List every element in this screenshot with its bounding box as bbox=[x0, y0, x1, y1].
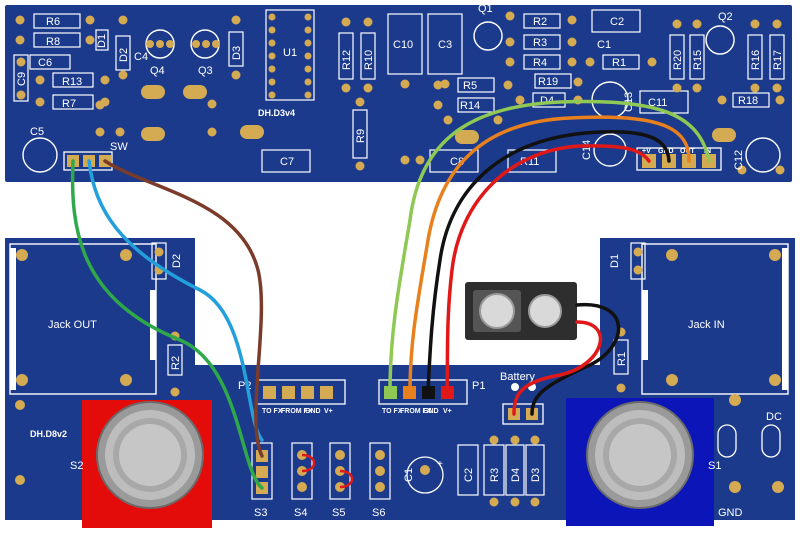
label-C4: C4 bbox=[134, 51, 148, 63]
label-R8: R8 bbox=[46, 36, 60, 48]
label-r2-bottom: R2 bbox=[170, 356, 182, 370]
label-jack-in: Jack IN bbox=[688, 319, 725, 331]
label-C6: C6 bbox=[38, 57, 52, 69]
board-name-top: DH.D3v4 bbox=[258, 108, 295, 118]
wire-battery-black bbox=[530, 302, 621, 416]
label-C9: C9 bbox=[16, 72, 28, 86]
svg-text:+: + bbox=[437, 459, 443, 470]
label-R13: R13 bbox=[62, 76, 82, 88]
wire-green bbox=[70, 159, 264, 490]
label-s3: S3 bbox=[254, 507, 267, 519]
label-R1: R1 bbox=[612, 57, 626, 69]
battery-header: Battery bbox=[500, 371, 544, 425]
label-gnd-bottom: GND bbox=[718, 507, 743, 519]
label-Q3: Q3 bbox=[198, 65, 213, 77]
label-R17: R17 bbox=[772, 50, 784, 70]
wire-red bbox=[445, 144, 651, 394]
label-C14: C14 bbox=[581, 140, 593, 160]
label-R3: R3 bbox=[533, 37, 547, 49]
label-r3-bottom: R3 bbox=[489, 468, 501, 482]
label-Q4: Q4 bbox=[150, 65, 165, 77]
label-C5: C5 bbox=[30, 126, 44, 138]
label-s2: S2 bbox=[70, 460, 83, 472]
top-pcb: DH.D3v4 bbox=[5, 3, 792, 182]
label-Q2: Q2 bbox=[718, 11, 733, 23]
label-C7: C7 bbox=[280, 156, 294, 168]
label-R12: R12 bbox=[341, 50, 353, 70]
label-s4: S4 bbox=[294, 507, 307, 519]
label-p1: P1 bbox=[472, 380, 485, 392]
p2-pin-from-fx: FROM FX bbox=[281, 408, 313, 415]
label-SW: SW bbox=[110, 141, 128, 153]
label-R10: R10 bbox=[363, 50, 375, 70]
label-R16: R16 bbox=[750, 50, 762, 70]
battery-clip bbox=[465, 282, 577, 340]
label-dc: DC bbox=[766, 411, 782, 423]
footswitch-left[interactable]: S2 bbox=[70, 400, 212, 528]
p2-pin-gnd: GND bbox=[305, 408, 321, 415]
label-C12: C12 bbox=[733, 150, 745, 170]
p1-header: P1 TO FX FROM FX GND V+ bbox=[378, 379, 485, 415]
label-Q1: Q1 bbox=[478, 3, 493, 15]
p1-pin-gnd: GND bbox=[423, 408, 439, 415]
p1-pin-to-fx: TO FX bbox=[382, 408, 403, 415]
label-R15: R15 bbox=[692, 50, 704, 70]
label-C11: C11 bbox=[648, 97, 667, 109]
label-jack-out: Jack OUT bbox=[48, 319, 97, 331]
board-name-bottom: DH.D8v2 bbox=[30, 429, 67, 439]
label-C1: C1 bbox=[597, 39, 611, 51]
label-R18: R18 bbox=[738, 95, 758, 107]
label-R20: R20 bbox=[672, 50, 684, 70]
pin-label-v: +V bbox=[642, 148, 651, 155]
footswitch-right[interactable]: S1 bbox=[566, 398, 721, 526]
label-s6: S6 bbox=[372, 507, 385, 519]
label-D3: D3 bbox=[231, 46, 243, 60]
p2-pin-to-fx: TO FX bbox=[262, 408, 283, 415]
label-C10: C10 bbox=[393, 39, 413, 51]
label-c2-bottom: C2 bbox=[463, 468, 475, 482]
p1-pin-v: V+ bbox=[443, 408, 452, 415]
label-R19: R19 bbox=[538, 76, 558, 88]
label-D1: D1 bbox=[96, 34, 108, 48]
label-R9: R9 bbox=[355, 129, 367, 143]
label-R7: R7 bbox=[62, 98, 76, 110]
p1-pin-from-fx: FROM FX bbox=[400, 408, 432, 415]
label-s5: S5 bbox=[332, 507, 345, 519]
wire-battery-red bbox=[512, 320, 603, 416]
label-d1-bottom: D1 bbox=[609, 254, 621, 268]
label-C13: C13 bbox=[623, 92, 635, 112]
jack-out: Jack OUT bbox=[9, 243, 157, 395]
jack-in: Jack IN bbox=[641, 243, 789, 395]
label-s1: S1 bbox=[708, 460, 721, 472]
wire-brown bbox=[103, 159, 264, 458]
wire-blue bbox=[87, 159, 264, 442]
label-R6: R6 bbox=[46, 16, 60, 28]
wire-black bbox=[426, 130, 671, 394]
wire-orange bbox=[408, 115, 691, 394]
wire-lightgreen bbox=[388, 99, 711, 394]
label-R5: R5 bbox=[463, 80, 477, 92]
label-R14: R14 bbox=[460, 100, 480, 112]
label-battery: Battery bbox=[500, 371, 535, 383]
p2-pin-v: V+ bbox=[324, 408, 333, 415]
label-d3-bottom: D3 bbox=[530, 468, 542, 482]
label-C3: C3 bbox=[438, 39, 452, 51]
p2-header: P2 TO FX FROM FX GND V+ bbox=[238, 379, 346, 415]
label-R2: R2 bbox=[533, 16, 547, 28]
label-c1-bottom: C1 bbox=[403, 468, 415, 482]
label-d4-bottom: D4 bbox=[510, 468, 522, 482]
label-R4: R4 bbox=[533, 57, 547, 69]
label-r1-bottom: R1 bbox=[616, 352, 628, 366]
label-D2: D2 bbox=[118, 48, 130, 62]
label-d2-bottom: D2 bbox=[171, 254, 183, 268]
label-C2: C2 bbox=[610, 16, 624, 28]
wires bbox=[70, 99, 711, 490]
label-U1: U1 bbox=[283, 47, 297, 59]
